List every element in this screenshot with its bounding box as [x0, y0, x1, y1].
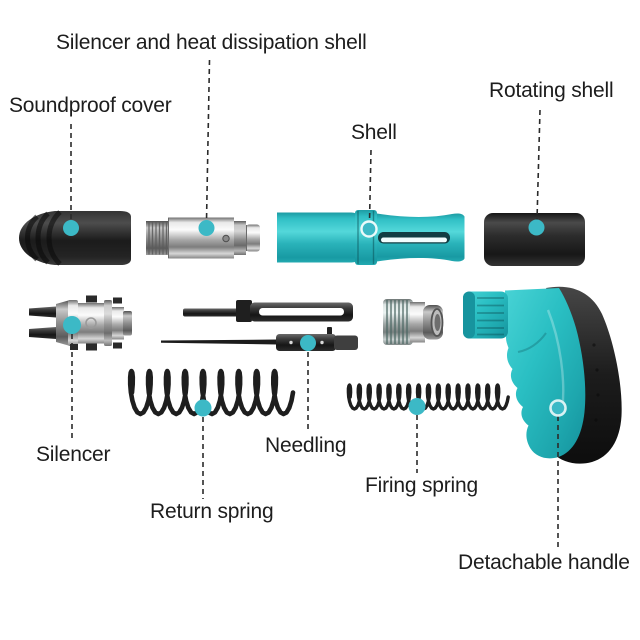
dot-detachable-handle-icon — [549, 399, 567, 417]
label-soundproof-cover: Soundproof cover — [9, 94, 172, 117]
soundproof-cover-part — [19, 210, 131, 266]
detachable-handle-part — [463, 286, 622, 464]
label-detachable-handle: Detachable handle — [458, 551, 630, 574]
dot-rotating-shell-icon — [528, 219, 545, 236]
leader-heat-shell — [205, 59, 211, 222]
needling-guide-part — [183, 300, 353, 322]
label-silencer: Silencer — [36, 443, 111, 466]
label-return-spring: Return spring — [150, 500, 274, 523]
dot-firing-spring-icon — [408, 398, 426, 415]
return-spring-part — [127, 368, 296, 417]
label-needling: Needling — [265, 434, 347, 457]
leader-shell — [368, 149, 372, 223]
label-shell: Shell — [351, 121, 397, 144]
label-rotating-shell: Rotating shell — [489, 79, 614, 102]
firing-spring-part — [346, 383, 510, 411]
needling-pin-part — [161, 327, 358, 351]
dot-silencer-icon — [63, 316, 81, 334]
dot-soundproof-cover-icon — [63, 220, 79, 236]
threaded-coupler-part — [383, 299, 444, 345]
dot-heat-shell-icon — [198, 220, 215, 236]
label-silencer-heat-shell: Silencer and heat dissipation shell — [56, 31, 367, 54]
silencer-part — [29, 295, 132, 351]
rotating-shell-part — [484, 213, 585, 266]
dot-return-spring-icon — [194, 399, 212, 417]
shell-part — [277, 210, 465, 265]
dot-shell-icon — [360, 220, 378, 238]
label-firing-spring: Firing spring — [365, 474, 478, 497]
dot-needling-icon — [300, 335, 316, 351]
leader-rotating-shell — [536, 109, 541, 221]
callout-dots — [63, 219, 567, 417]
